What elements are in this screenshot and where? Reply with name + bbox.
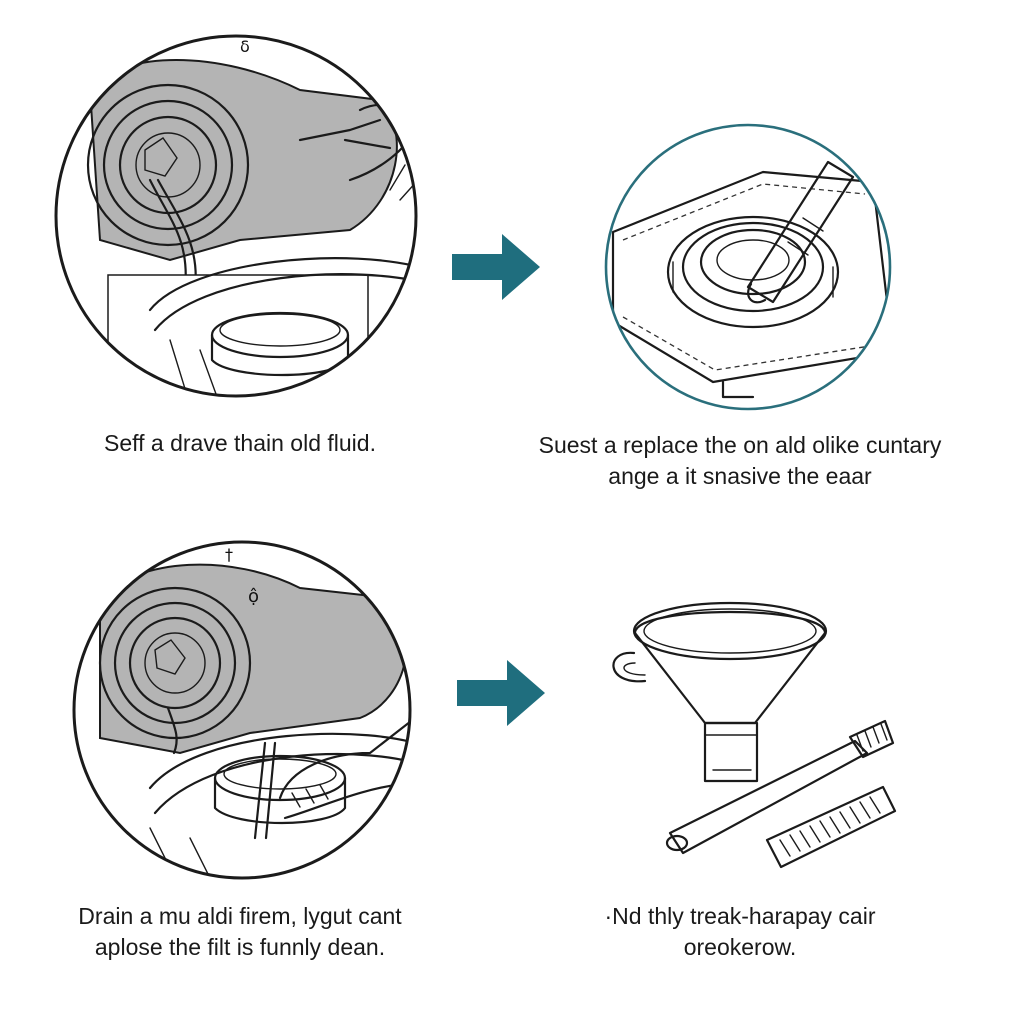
step-4-caption: ·Nd thly treak-harapay cair oreokerow. xyxy=(540,901,940,963)
svg-text:ộ: ộ xyxy=(248,586,259,607)
svg-text:†: † xyxy=(225,545,233,564)
arrow-right-icon xyxy=(450,232,542,302)
step-1-illustration: δ xyxy=(50,30,430,410)
caption-line: aplose the filt is funnly dean. xyxy=(94,934,386,960)
caption-line: ange a it snasive the eaar xyxy=(608,463,872,489)
caption-line: Drain a mu aldi firem, lygut cant xyxy=(78,903,402,929)
caption-line: oreokerow. xyxy=(683,934,797,960)
step-1-caption: Seff a drave thain old fluid. xyxy=(50,428,430,459)
step-4-illustration xyxy=(605,595,905,880)
caption-line: Suest a replace the on ald olike cuntary xyxy=(538,432,942,458)
svg-text:δ: δ xyxy=(240,37,250,56)
step-2-illustration xyxy=(603,122,893,412)
step-2-caption: Suest a replace the on ald olike cuntary… xyxy=(480,430,1000,492)
arrow-right-icon xyxy=(455,658,547,728)
caption-line: ·Nd thly treak-harapay cair xyxy=(604,903,876,929)
step-3-illustration: † ộ xyxy=(70,538,420,888)
caption-line: Seff a drave thain old fluid. xyxy=(104,430,376,456)
step-3-caption: Drain a mu aldi firem, lygut cant aplose… xyxy=(20,901,460,963)
